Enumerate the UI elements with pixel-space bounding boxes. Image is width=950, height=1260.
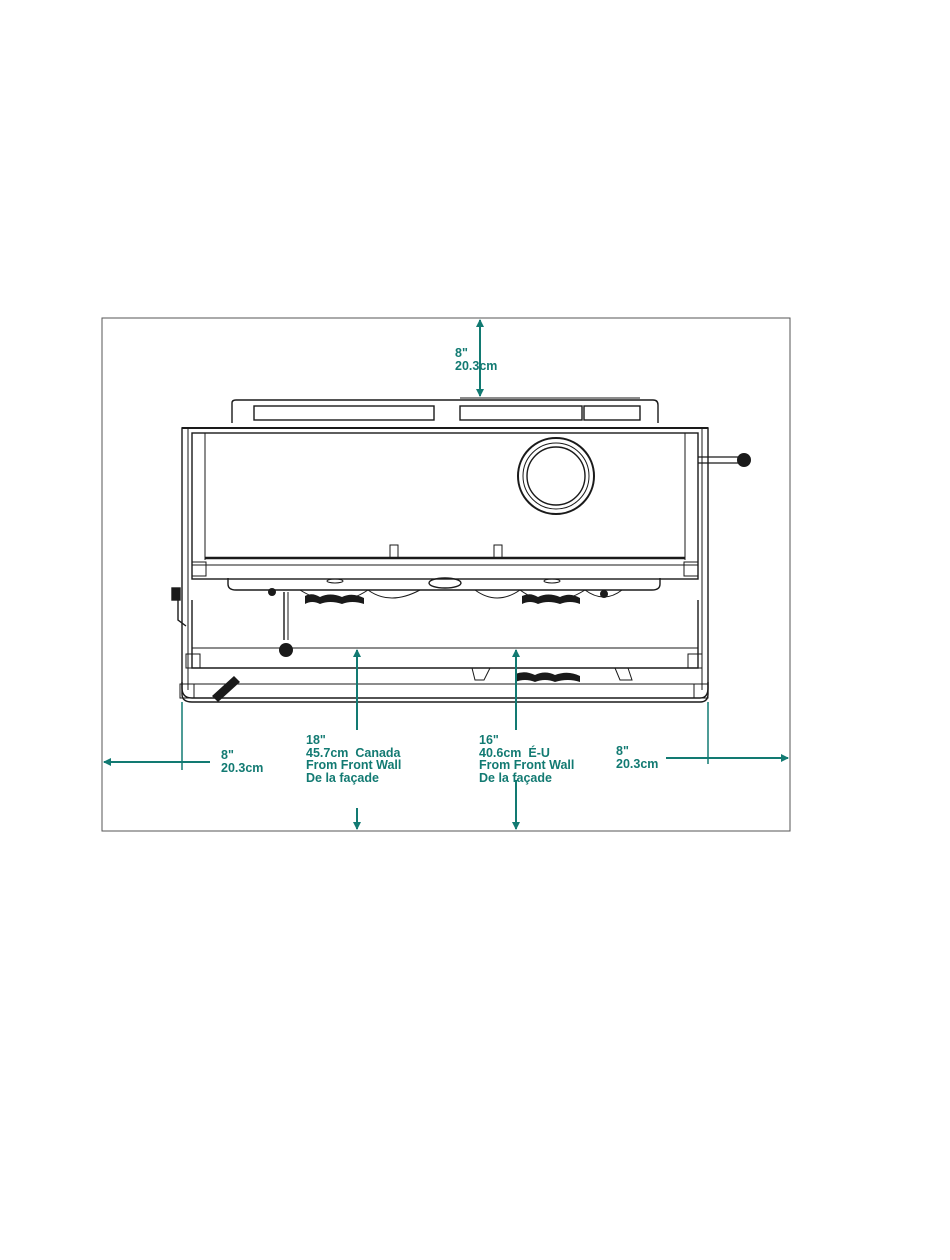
right-clearance-label: 8" 20.3cm xyxy=(616,745,658,770)
right-clearance-inches: 8" xyxy=(616,745,658,758)
us-from-en: From Front Wall xyxy=(479,759,574,772)
left-clearance-cm: 20.3cm xyxy=(221,762,263,775)
fireplace-drawing xyxy=(172,398,738,702)
top-clearance-inches: 8" xyxy=(455,347,497,360)
left-clearance-label: 8" 20.3cm xyxy=(221,749,263,774)
canada-from-en: From Front Wall xyxy=(306,759,401,772)
canada-clearance-label: 18" 45.7cm Canada From Front Wall De la … xyxy=(306,734,401,784)
top-clearance-cm: 20.3cm xyxy=(455,360,497,373)
right-clearance-cm: 20.3cm xyxy=(616,758,658,771)
dimension-lines xyxy=(104,320,788,829)
diagram-frame xyxy=(102,318,790,831)
top-clearance-label: 8" 20.3cm xyxy=(455,347,497,372)
us-from-fr: De la façade xyxy=(479,772,574,785)
left-clearance-inches: 8" xyxy=(221,749,263,762)
fireplace-solids xyxy=(212,453,751,702)
canada-from-fr: De la façade xyxy=(306,772,401,785)
us-clearance-label: 16" 40.6cm É-U From Front Wall De la faç… xyxy=(479,734,574,784)
